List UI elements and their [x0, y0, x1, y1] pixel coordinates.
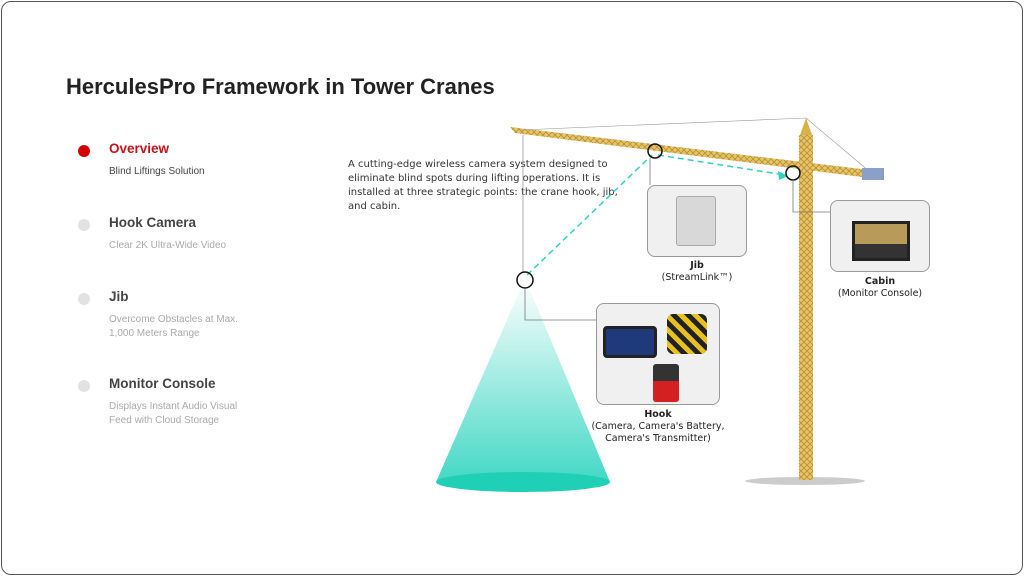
nav-subtitle: Clear 2K Ultra-Wide Video — [109, 240, 227, 251]
battery-icon — [603, 326, 657, 358]
jib-caption: Jib(StreamLink™) — [647, 260, 747, 284]
counterweight — [862, 168, 884, 180]
nav-subtitle: Blind Liftings Solution — [109, 166, 205, 177]
jib-detail: (StreamLink™) — [661, 272, 733, 283]
camera-view-floor — [436, 472, 610, 492]
page-title: HerculesPro Framework in Tower Cranes — [66, 74, 495, 99]
inactive-dot-icon — [78, 380, 90, 392]
jib-name: Jib — [690, 260, 704, 271]
camera-icon — [667, 314, 707, 354]
jib-device-card[interactable] — [647, 185, 747, 257]
cabin-detail: (Monitor Console) — [837, 288, 923, 299]
hook-detail: (Camera, Camera's Battery, Camera's Tran… — [591, 421, 725, 444]
transmitter-icon — [653, 364, 679, 402]
active-dot-icon — [78, 145, 90, 157]
hook-caption: Hook(Camera, Camera's Battery, Camera's … — [588, 409, 728, 445]
cabin-name: Cabin — [864, 276, 896, 287]
signal-line-hook-jib — [526, 154, 653, 276]
nav-label: Hook Camera — [109, 215, 197, 230]
cabin-caption: Cabin(Monitor Console) — [820, 276, 940, 300]
crane-mast — [799, 135, 813, 480]
inactive-dot-icon — [78, 293, 90, 305]
jib-marker — [647, 143, 663, 159]
hook-name: Hook — [644, 409, 672, 420]
crane-jib — [510, 127, 870, 178]
nav-label: Monitor Console — [109, 376, 216, 391]
crane-shadow — [745, 477, 865, 485]
inactive-dot-icon — [78, 219, 90, 231]
nav-subtitle: Displays Instant Audio Visual Feed with … — [109, 401, 238, 426]
crane-top — [800, 118, 812, 135]
streamlink-device-icon — [676, 196, 716, 246]
monitor-console-icon — [852, 221, 910, 261]
signal-line-jib-cabin — [657, 154, 786, 176]
camera-view-cone — [436, 290, 610, 482]
nav-label: Jib — [109, 289, 129, 304]
nav-subtitle: Overcome Obstacles at Max. 1,000 Meters … — [109, 314, 238, 339]
hook-marker — [516, 271, 534, 289]
hook-device-card[interactable] — [596, 303, 720, 405]
cabin-device-card[interactable] — [830, 200, 930, 272]
description-text: A cutting-edge wireless camera system de… — [348, 159, 618, 212]
nav-label: Overview — [109, 141, 170, 156]
